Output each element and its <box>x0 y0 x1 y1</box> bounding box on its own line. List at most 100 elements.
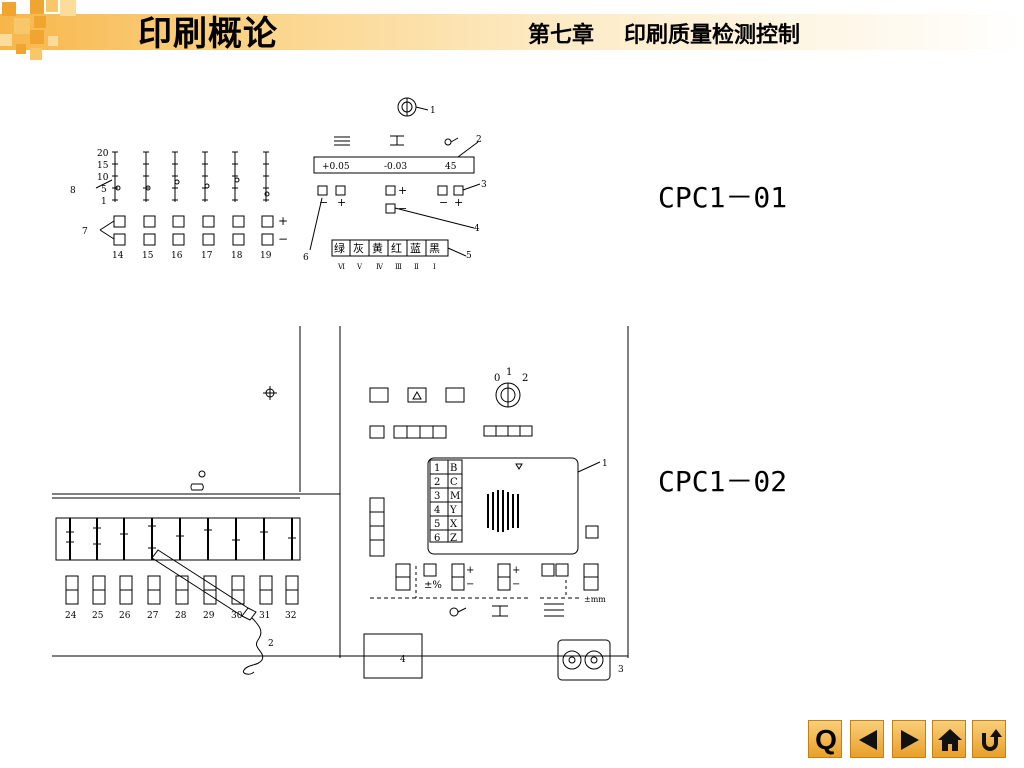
color-key: 灰 <box>353 241 364 255</box>
scale-tick: 10 <box>97 173 109 183</box>
callout: 6 <box>303 253 309 263</box>
callout: 7 <box>82 227 88 237</box>
unit-key: M <box>450 491 460 502</box>
unit-key: 1 <box>434 463 440 474</box>
plus-sign: + <box>337 196 346 209</box>
unit-key: Z <box>450 533 457 544</box>
key-number: 31 <box>259 611 270 621</box>
scale-tick: 20 <box>97 149 109 159</box>
key-number: 30 <box>231 611 243 621</box>
key-number: 32 <box>285 611 296 621</box>
figure2-caption: CPC1－02 <box>658 465 788 498</box>
callout: 1 <box>430 106 436 116</box>
callout: 3 <box>618 665 624 675</box>
callout: 5 <box>466 251 472 261</box>
roman-numeral: Ⅵ <box>337 263 345 271</box>
color-key: 黑 <box>429 242 440 255</box>
next-button[interactable] <box>892 720 926 758</box>
callout: 2 <box>268 639 274 649</box>
key-number: 27 <box>147 611 159 621</box>
register-panel <box>309 97 481 257</box>
chapter-heading: 第七章 印刷质量检测控制 <box>528 20 800 50</box>
color-key: 黄 <box>372 241 383 255</box>
course-title: 印刷概论 <box>138 14 278 54</box>
color-key: 红 <box>391 242 402 255</box>
figure1-caption: CPC1－01 <box>658 181 788 214</box>
minus-sign: − <box>398 202 407 215</box>
plus-sign: + <box>512 565 520 576</box>
figure2-text: 0 1 2 1 B 2 C 3 M 4 Y 5 X 6 Z ±% ±mm + −… <box>65 367 624 675</box>
unit-key: 5 <box>434 519 440 530</box>
unit-key: X <box>450 519 458 530</box>
ink-key-scales <box>112 151 270 202</box>
arrow-left-icon <box>859 730 877 750</box>
unit-key: 3 <box>434 491 440 502</box>
chapter-title: 印刷质量检测控制 <box>624 22 801 48</box>
minus-sign: − <box>512 579 520 590</box>
minus-sign: − <box>319 196 328 209</box>
minus-sign: − <box>466 579 474 590</box>
unit-key: Y <box>449 505 457 516</box>
key-number: 17 <box>201 251 213 261</box>
figure-cpc1-02: 0 1 2 1 B 2 C 3 M 4 Y 5 X 6 Z ±% ±mm + −… <box>52 326 629 681</box>
return-button[interactable] <box>972 720 1006 758</box>
quit-label: Q <box>815 724 837 755</box>
roman-numeral: Ⅰ <box>433 263 436 271</box>
console-frame <box>52 326 629 658</box>
scale-tick: 15 <box>97 161 109 171</box>
quit-button[interactable]: Q <box>808 720 842 758</box>
key-number: 19 <box>260 251 272 261</box>
figure1-text: 20 15 10 5 1 8 7 + − 14 15 16 17 18 19 6… <box>70 106 487 271</box>
callout: 8 <box>70 186 76 196</box>
roman-numeral: Ⅳ <box>376 263 384 271</box>
roman-numeral: Ⅲ <box>395 263 402 271</box>
knob-position: 1 <box>506 367 512 378</box>
knob-position: 2 <box>522 373 528 384</box>
nav-bar: Q <box>808 720 1008 758</box>
return-icon <box>982 729 1002 751</box>
figure-cpc1-01: 20 15 10 5 1 8 7 + − 14 15 16 17 18 19 6… <box>70 97 487 271</box>
readout: +0.05 <box>322 162 350 172</box>
unit-key: B <box>450 463 457 474</box>
chapter-label: 第七章 <box>528 22 595 48</box>
plus-sign: + <box>278 214 288 228</box>
mm-label: ±mm <box>584 595 606 604</box>
previous-button[interactable] <box>850 720 884 758</box>
key-number: 29 <box>203 611 215 621</box>
minus-sign: − <box>439 196 448 209</box>
color-key: 绿 <box>334 241 345 255</box>
header-bar <box>0 14 1024 50</box>
unit-key: 6 <box>434 533 440 544</box>
scale-tick: 1 <box>101 197 107 207</box>
key-number: 15 <box>142 251 154 261</box>
zone-key-buttons <box>65 575 299 605</box>
minus-sign: − <box>278 232 288 246</box>
roman-numeral: Ⅱ <box>414 263 419 271</box>
unit-key: 4 <box>434 505 440 516</box>
ink-key-buttons <box>95 179 274 246</box>
callout: 4 <box>400 655 406 665</box>
home-icon <box>938 729 962 751</box>
key-number: 18 <box>231 251 243 261</box>
key-number: 24 <box>65 611 77 621</box>
bottom-units <box>363 633 611 681</box>
readout: -0.03 <box>384 162 407 172</box>
key-number: 25 <box>92 611 104 621</box>
key-number: 26 <box>119 611 131 621</box>
color-key: 蓝 <box>410 242 421 255</box>
ink-key-scale-bar <box>55 517 301 561</box>
plus-sign: + <box>454 196 463 209</box>
arrow-right-icon <box>901 730 919 750</box>
callout: 3 <box>481 180 487 190</box>
callout: 2 <box>476 135 482 145</box>
readout: 45 <box>445 162 457 172</box>
callout: 4 <box>474 224 480 234</box>
home-button[interactable] <box>932 720 966 758</box>
plus-sign: + <box>398 184 407 197</box>
plus-sign: + <box>466 565 474 576</box>
unit-key: C <box>450 477 458 488</box>
knob-position: 0 <box>494 373 500 384</box>
light-pen <box>151 549 264 675</box>
scale-tick: 5 <box>101 185 107 195</box>
key-number: 28 <box>175 611 187 621</box>
